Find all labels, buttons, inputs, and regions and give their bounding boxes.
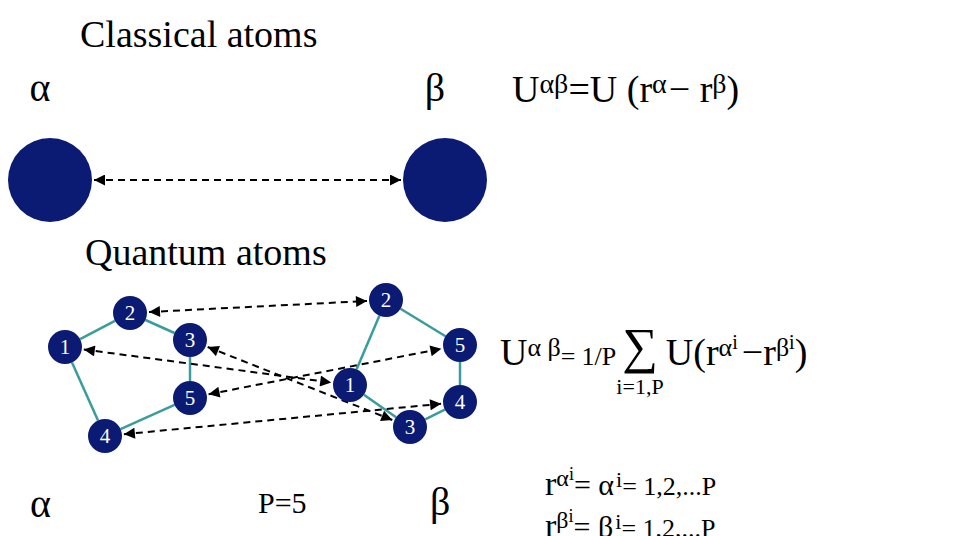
formula: −r: [742, 331, 776, 373]
formula: U(r: [666, 331, 719, 373]
formula: 1/P: [581, 342, 616, 371]
bead-number: 5: [185, 388, 196, 409]
sum-range: i=1,P: [616, 375, 663, 399]
path-bead: 2: [369, 283, 403, 317]
formula: = β: [574, 510, 614, 536]
subscript: α β: [527, 333, 560, 362]
atom-name: β: [393, 66, 477, 110]
subscript: α: [556, 465, 569, 491]
subscript: αβ: [539, 68, 568, 99]
bead-number: 4: [100, 426, 111, 447]
classical-atom: α: [8, 138, 92, 222]
formula: r: [545, 507, 556, 536]
sum-sign: ∑: [622, 318, 658, 374]
ring-name: α: [30, 481, 51, 526]
path-bead: 1: [333, 368, 367, 402]
ring-spring: [72, 363, 98, 421]
bead-number: 3: [185, 330, 196, 351]
formula: = 1,2,...P: [622, 472, 716, 501]
ring-spring: [401, 309, 446, 336]
subscript: α: [652, 68, 667, 99]
formula: − r: [669, 68, 713, 110]
ring-spring: [189, 357, 192, 381]
formula: ): [795, 331, 808, 373]
ring-spring: [121, 405, 175, 429]
bead-number: 1: [345, 375, 356, 396]
atom-name: α: [0, 66, 82, 110]
path-bead: 4: [443, 385, 477, 419]
bead-count: P=5: [258, 486, 307, 519]
bead-number: 2: [381, 290, 392, 311]
path-bead: 3: [173, 323, 207, 357]
bead-number: 5: [455, 335, 466, 356]
formula: = α: [574, 468, 614, 501]
ring-spring: [459, 362, 462, 385]
heading: Classical atoms: [80, 13, 317, 55]
classical-atom: β: [403, 138, 487, 222]
text-line: P=5: [258, 478, 307, 525]
formula: U: [500, 331, 527, 373]
ring-spring: [364, 395, 396, 418]
subscript: i: [569, 464, 574, 484]
subscript: i: [789, 331, 795, 353]
subscript: β: [556, 507, 568, 533]
path-bead: 5: [443, 328, 477, 362]
path-bead: 2: [113, 296, 147, 330]
heading: Quantum atoms: [85, 231, 327, 273]
subscript: i: [732, 331, 738, 353]
text-line: β: [430, 480, 450, 524]
interaction-arrow: [94, 179, 401, 181]
interaction-arrow: [208, 347, 393, 420]
interaction-arrow: [149, 301, 367, 312]
formula: r: [545, 465, 556, 502]
text-line: rβi= βi= 1,2,...P: [545, 494, 716, 536]
bead-number: 4: [455, 392, 466, 413]
interaction-arrow: [209, 349, 442, 395]
path-bead: 3: [393, 410, 427, 444]
ring-name: β: [430, 479, 450, 524]
bead-number: 2: [125, 303, 136, 324]
text-line: Classical atoms: [80, 12, 317, 56]
path-bead: 5: [173, 381, 207, 415]
formula: U: [512, 68, 539, 110]
subscript: i: [615, 509, 621, 534]
subscript: i: [616, 467, 622, 492]
text-line: Uαβ=U (rα− rβ): [512, 62, 739, 111]
path-bead: 1: [48, 330, 82, 364]
subscript: β: [712, 68, 726, 99]
formula: ): [727, 68, 740, 110]
text-line: rαi= αi= 1,2,...P: [545, 452, 716, 509]
path-bead: 4: [88, 419, 122, 453]
ring-spring: [80, 321, 115, 339]
subscript: β: [776, 333, 789, 362]
text-line: Quantum atoms: [85, 230, 327, 274]
subscript: α: [719, 333, 733, 362]
ring-spring: [425, 410, 445, 420]
text-line: Uα β=1/P∑U(rαi−rβi): [500, 320, 807, 379]
text-line: α: [30, 482, 51, 526]
subscript: i: [569, 506, 574, 526]
formula: =U (r: [568, 68, 652, 110]
formula: =: [561, 342, 576, 371]
ring-spring: [146, 320, 175, 333]
bead-number: 1: [60, 337, 71, 358]
bead-number: 3: [405, 417, 416, 438]
formula: = 1,2,...P: [621, 514, 715, 536]
